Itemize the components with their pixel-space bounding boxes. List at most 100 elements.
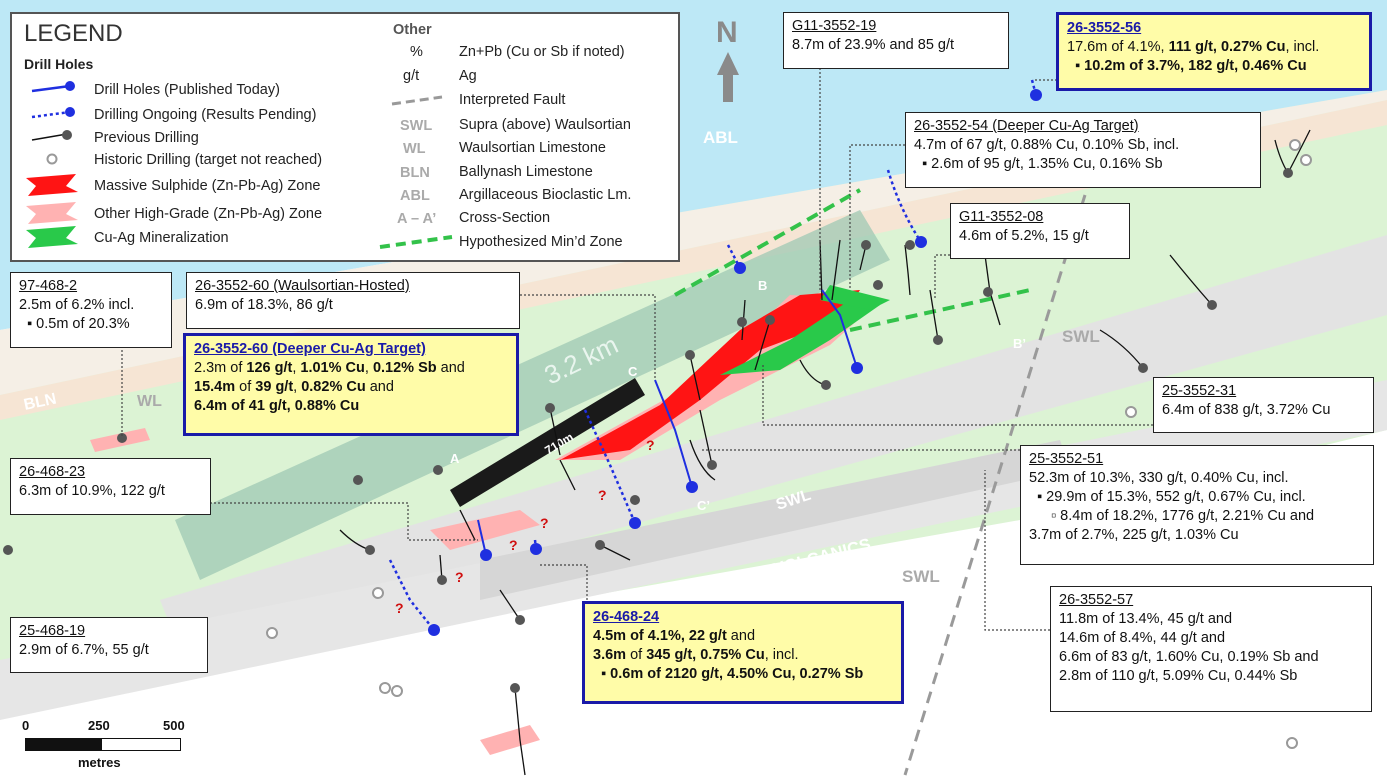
legend-other-item-8: Cross-Section [459,210,551,226]
svg-text:?: ? [646,437,655,453]
corridor-3-2km [175,210,890,580]
svg-text:?: ? [509,537,518,553]
callout-title: G11-3552-08 [959,209,1044,225]
callout-25-3552-51: 25-3552-51 52.3m of 10.3%, 330 g/t, 0.40… [1020,445,1374,565]
legend-other-item-9: Hypothesized Min’d Zone [459,234,623,250]
callout-line: ▪ 2.6m of 95 g/t, 1.35% Cu, 0.16% Sb [922,156,1163,172]
callout-text: , [364,360,373,376]
label-wl: WL [137,393,162,410]
label-section-a2: A’ [512,760,524,775]
callout-text: 0.82% Cu [301,379,366,395]
callout-title: 26-468-24 [593,609,660,625]
svg-text:?: ? [455,569,464,585]
callout-title: 26-3552-60 (Deeper Cu-Ag Target) [194,341,426,357]
callout-line: 14.6m of 8.4%, 44 g/t and [1059,630,1226,646]
callout-line: 2.3m of 126 g/t, 1.01% Cu, 0.12% Sb and [194,359,508,378]
blue-drill-collars [428,89,1042,636]
callout-title: 25-3552-31 [1162,383,1237,399]
scale-tick-500: 500 [163,718,185,733]
callout-line: ▫ 8.4m of 18.2%, 1776 g/t, 2.21% Cu and [1051,508,1315,524]
callout-line: 15.4m of 39 g/t, 0.82% Cu and [194,378,508,397]
callout-line: 8.7m of 23.9% and 85 g/t [792,37,955,53]
legend-other-key-8: A – A’ [397,211,437,227]
callout-title: G11-3552-19 [792,18,877,34]
legend-panel: LEGEND Drill Holes Drill Holes (Publishe… [10,12,680,262]
callout-line: 11.8m of 13.4%, 45 g/t and [1059,611,1233,627]
callout-line: 4.6m of 5.2%, 15 g/t [959,228,1089,244]
legend-other-key-4: SWL [400,118,433,134]
callout-text: of [626,647,647,663]
uncertain-markers: ??? ??? [395,437,655,616]
scale-tick-250: 250 [88,718,110,733]
callout-line: 6.4m of 838 g/t, 3.72% Cu [1162,402,1331,418]
callout-title: 26-468-23 [19,464,86,480]
callout-text: , incl. [764,647,799,663]
previous-drill-collars [3,168,1293,693]
cross-section-bar [450,378,645,507]
interpreted-fault [903,194,1087,776]
callout-leaders [121,68,1153,631]
callout-line: 6.3m of 10.9%, 122 g/t [19,483,165,499]
scale-tick-0: 0 [22,718,30,733]
cu-ag-zone [720,300,880,375]
callout-26-468-23: 26-468-23 6.3m of 10.9%, 122 g/t [10,458,211,515]
callout-title: 97-468-2 [19,278,78,294]
callout-text: , [293,379,302,395]
legend-other-item-6: Ballynash Limestone [459,164,593,180]
high-grade-zone-3 [480,725,540,755]
callout-line: 4.5m of 4.1%, 22 g/t and [593,627,893,646]
legend-symbols [26,81,78,248]
historic-drill-collars [266,139,1312,749]
callout-text: 2.3m of [194,360,247,376]
callout-title: 26-3552-54 (Deeper Cu-Ag Target) [914,118,1139,134]
volcanics-band [480,440,1070,600]
callout-line: 4.7m of 67 g/t, 0.88% Cu, 0.10% Sb, incl… [914,137,1180,153]
legend-other-item-4: Supra (above) Waulsortian [459,117,631,133]
label-swl-3: SWL [902,567,940,586]
legend-other-heading: Other [393,22,432,38]
label-abl: ABL [703,128,738,147]
callout-line: 6.6m of 83 g/t, 1.60% Cu, 0.19% Sb and [1059,649,1319,665]
svg-text:?: ? [598,487,607,503]
callout-line: 2.9m of 6.7%, 55 g/t [19,642,149,658]
callout-26-3552-57: 26-3552-57 11.8m of 13.4%, 45 g/t and 14… [1050,586,1372,712]
legend-other-symbols [379,95,453,249]
hypothesized-zone-2 [849,288,1031,332]
label-section-b: B [758,278,767,293]
legend-drill-item-6: Other High-Grade (Zn-Pb-Ag) Zone [94,206,323,222]
legend-drill-heading: Drill Holes [24,56,94,72]
callout-text: 17.6m of 4.1%, [1067,39,1169,55]
callout-title: 26-3552-57 [1059,592,1134,608]
callout-text: , [292,360,301,376]
callout-text: , incl. [1285,39,1320,55]
callout-26-3552-60-deeper: 26-3552-60 (Deeper Cu-Ag Target) 2.3m of… [183,333,519,436]
legend-drill-item-7: Cu-Ag Mineralization [94,230,229,246]
north-arrow-icon [717,52,739,102]
legend-other-key-6: BLN [400,165,430,181]
callout-title: 26-3552-60 (Waulsortian-Hosted) [195,278,410,294]
callout-line: 52.3m of 10.3%, 330 g/t, 0.40% Cu, incl. [1029,470,1289,486]
legend-other-key-7: ABL [400,188,430,204]
label-swl: SWL [1062,327,1100,346]
callout-title: 25-468-19 [19,623,86,639]
callout-line: ▪ 0.5m of 20.3% [27,316,130,332]
label-bln: BLN [22,390,58,413]
callout-title: 26-3552-56 [1067,20,1142,36]
legend-drill-item-1: Drill Holes (Published Today) [94,82,280,98]
callout-line: 6.4m of 41 g/t, 0.88% Cu [194,398,360,414]
callout-text: of [235,379,256,395]
callout-text: 39 g/t [255,379,294,395]
callout-text: 111 g/t, 0.27% Cu [1168,39,1286,55]
callout-text: and [726,628,756,644]
callout-26-3552-56: 26-3552-56 17.6m of 4.1%, 111 g/t, 0.27%… [1056,12,1372,91]
callout-line: 3.6m of 345 g/t, 0.75% Cu, incl. [593,646,893,665]
hypothesized-zone-1 [674,188,861,297]
callout-text: 126 g/t [246,360,293,376]
legend-drill-item-5: Massive Sulphide (Zn-Pb-Ag) Zone [94,178,321,194]
callout-text: 1.01% Cu [300,360,365,376]
callout-g11-3552-08: G11-3552-08 4.6m of 5.2%, 15 g/t [950,203,1130,259]
svg-text:?: ? [540,515,549,531]
callout-line: ▪ 0.6m of 2120 g/t, 4.50% Cu, 0.27% Sb [601,666,864,682]
legend-other-item-5: Waulsortian Limestone [459,140,606,156]
legend-other-item-3: Interpreted Fault [459,92,566,108]
